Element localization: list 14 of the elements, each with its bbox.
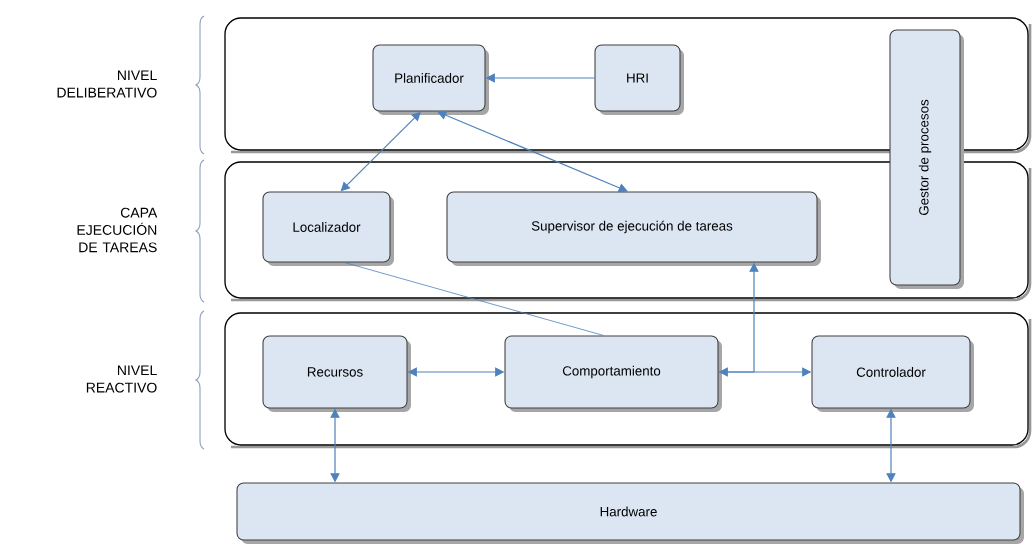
arrow xyxy=(340,111,421,192)
process-box: Controlador xyxy=(811,335,974,412)
process-box: Localizador xyxy=(262,191,394,266)
process-box: HRI xyxy=(594,44,684,115)
layer-label: NIVEL DELIBERATIVO xyxy=(57,70,157,98)
arrow xyxy=(437,110,628,193)
process-box: Hardware xyxy=(236,482,1024,544)
layer-label: CAPA EJECUCIÓN DE TAREAS xyxy=(77,207,158,253)
process-box: Supervisor de ejecución de tareas xyxy=(446,191,821,266)
process-box: Comportamiento xyxy=(504,335,722,412)
process-box: Gestor de procesos xyxy=(889,29,964,289)
layer-label: NIVEL REACTIVO xyxy=(86,365,157,393)
process-box: Recursos xyxy=(262,335,411,412)
process-box: Planificador xyxy=(372,44,489,115)
